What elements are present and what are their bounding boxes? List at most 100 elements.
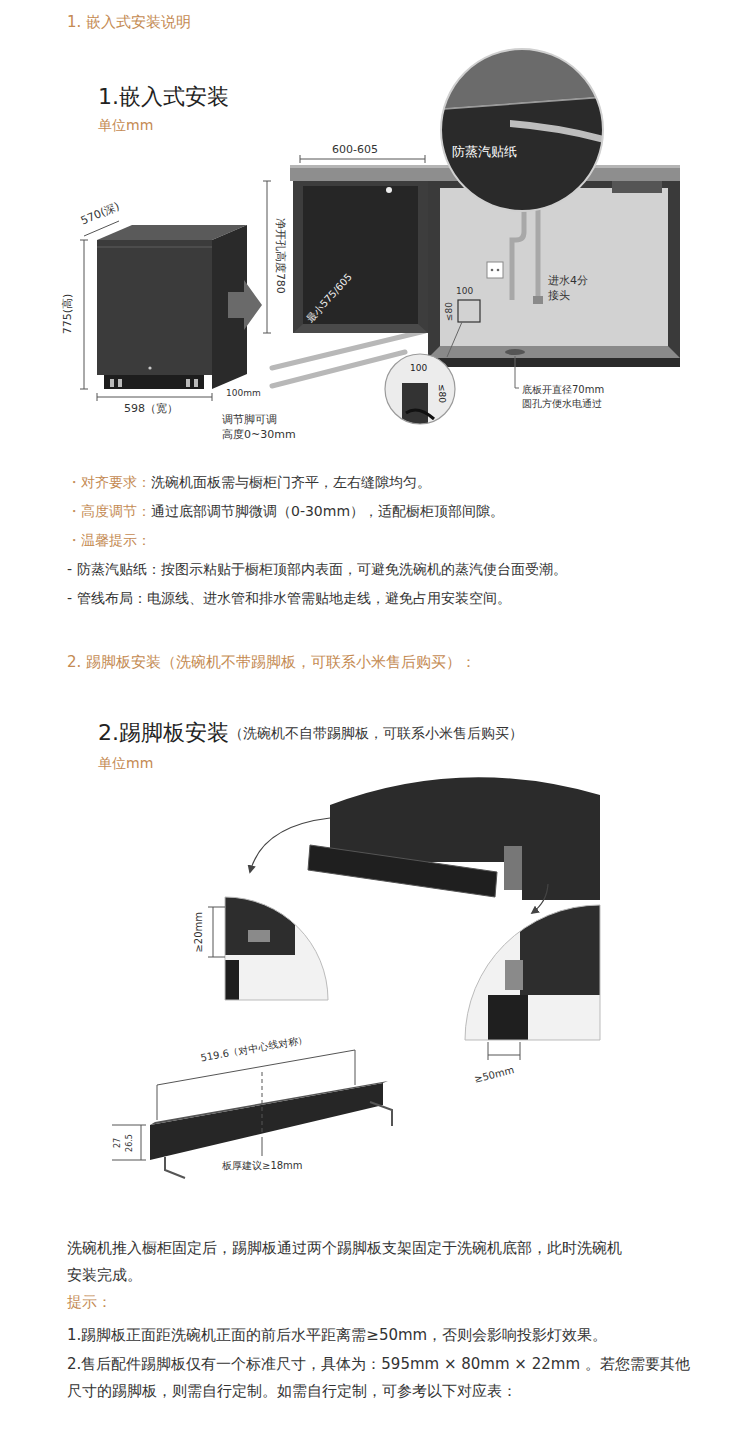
dimension-line	[425, 155, 426, 163]
kickboard-figure	[225, 897, 328, 1000]
dimension-label: ≥50mm	[473, 1064, 515, 1086]
dimension-label: 最小575/605	[305, 271, 355, 325]
callout-text: 防蒸汽贴纸	[452, 144, 517, 160]
bullet-heading: ・对齐要求：	[67, 474, 151, 492]
kitchen-cabinet	[440, 188, 668, 346]
dimension-label: ≤80	[443, 302, 454, 321]
dimension-line	[300, 155, 301, 163]
kitchen-cabinet	[428, 358, 680, 367]
kickboard-figure	[505, 960, 523, 990]
kitchen-cabinet	[487, 262, 503, 278]
dimension-label: 775(高)	[61, 294, 75, 335]
bullet-text: 通过底部调节脚微调（0-30mm），适配橱柜顶部间隙。	[151, 503, 504, 521]
dimension-label: 570(深)	[78, 200, 121, 229]
magnifier-detail	[440, 48, 604, 212]
kickboard-figure	[370, 1102, 392, 1126]
kitchen-cabinet	[505, 349, 525, 355]
dimension-line	[208, 907, 225, 908]
kickboard-figure	[150, 777, 600, 1178]
kitchen-cabinet	[386, 187, 392, 193]
kickboard-figure	[250, 818, 330, 872]
countertop	[440, 48, 604, 108]
dimension-label: 598（宽）	[124, 402, 178, 416]
kickboard-figure	[488, 995, 528, 1040]
dimension-label: 519.6（对中心线对称）	[199, 1033, 308, 1064]
kickboard-figure	[465, 905, 600, 1040]
dimension-line	[263, 181, 271, 182]
inset-outline	[385, 354, 455, 424]
body-paragraph: 洗碗机推入橱柜固定后，踢脚板通过两个踢脚板支架固定于洗碗机底部，此时洗碗机安装完…	[67, 1235, 627, 1289]
dimension-label: 净开孔高度780	[273, 218, 287, 294]
dimension-label: 600-605	[332, 143, 378, 157]
kickboard-figure	[165, 1157, 185, 1178]
detail-callout: 100 ≤80	[384, 353, 456, 425]
page-title: 1. 嵌入式安装说明	[67, 13, 191, 32]
kickboard-figure	[520, 905, 600, 995]
kitchen-cabinet	[293, 324, 428, 333]
kickboard-figure	[465, 905, 600, 1040]
dimension-line	[300, 159, 425, 160]
dimension-line	[112, 907, 520, 1160]
part-note: 板厚建议≥18mm	[222, 1160, 303, 1173]
dishwasher-figure	[194, 379, 198, 387]
bullet-text: - 管线布局：电源线、进水管和排水管需贴地走线，避免占用安装空间。	[67, 590, 511, 608]
kickboard-figure	[248, 930, 270, 942]
dimension-line	[355, 1050, 356, 1085]
unit-note: 单位mm	[98, 117, 153, 135]
dimension-line	[97, 393, 98, 401]
kitchen-cabinet	[515, 356, 519, 388]
section-heading: 1.嵌入式安装	[98, 83, 229, 111]
kickboard-figure	[465, 905, 600, 1040]
kitchen-cabinet	[293, 181, 428, 333]
kitchen-cabinet	[428, 181, 680, 367]
kitchen-cabinet	[303, 186, 418, 324]
inset-detail	[402, 383, 434, 425]
part-note: 进水4分 接头	[548, 273, 604, 303]
magnifier-outline	[441, 49, 603, 211]
dimension-label: 100	[456, 286, 473, 297]
part-note: 底板开直径70mm 圆孔方便水电通过	[522, 383, 634, 411]
section-title: 2. 踢脚板安装（洗碗机不带踢脚板，可联系小米售后购买）：	[67, 653, 476, 672]
kickboard-figure	[150, 1083, 383, 1160]
kitchen-cabinet	[533, 296, 543, 304]
section-heading: 2.踢脚板安装	[98, 719, 229, 747]
bullet-text: 洗碗机面板需与橱柜门齐平，左右缝隙均匀。	[151, 474, 431, 492]
dimension-line	[80, 155, 425, 401]
kickboard-figure	[225, 897, 328, 1000]
dimension-line	[213, 907, 214, 957]
dishwasher-figure	[228, 280, 262, 330]
tip-heading: 提示：	[67, 1293, 112, 1312]
kickboard-figure	[504, 846, 522, 890]
dimension-label: ≤80	[436, 383, 447, 402]
kitchen-cabinet	[491, 269, 494, 272]
kickboard-figure	[225, 897, 295, 955]
magnifier-callout: 防蒸汽贴纸	[440, 48, 604, 212]
dimension-line	[488, 1042, 489, 1060]
dishwasher-figure	[186, 379, 190, 387]
unit-note: 单位mm	[98, 755, 153, 773]
dimension-label: 100mm	[226, 388, 261, 399]
dishwasher-figure	[110, 379, 114, 387]
kickboard-figure	[308, 845, 497, 897]
cable	[406, 410, 434, 419]
dimension-line	[267, 181, 268, 333]
section-subheading: （洗碗机不自带踢脚板，可联系小米售后购买）	[229, 725, 523, 743]
node-outline	[440, 48, 604, 212]
dimension-label: 26.5	[125, 1134, 135, 1152]
dimension-label: 100	[410, 363, 427, 374]
dimension-line	[520, 1042, 521, 1060]
bullet-heading: ・高度调节：	[67, 503, 151, 521]
dimension-line	[262, 1072, 263, 1134]
dimension-line	[263, 333, 271, 334]
dimension-line	[80, 240, 88, 241]
bullet-text: - 防蒸汽贴纸：按图示粘贴于橱柜顶部内表面，可避免洗碗机的蒸汽使台面受潮。	[67, 561, 567, 579]
kitchen-cabinet	[447, 322, 462, 357]
dishwasher-figure	[97, 247, 212, 248]
kitchen-cabinet	[458, 300, 480, 322]
dishwasher-figure	[97, 240, 212, 375]
cable-cutout	[402, 383, 428, 425]
steam-sticker	[510, 120, 604, 143]
dimension-line	[80, 389, 88, 390]
guide-line	[272, 352, 405, 386]
kitchen-cabinet	[612, 181, 662, 193]
